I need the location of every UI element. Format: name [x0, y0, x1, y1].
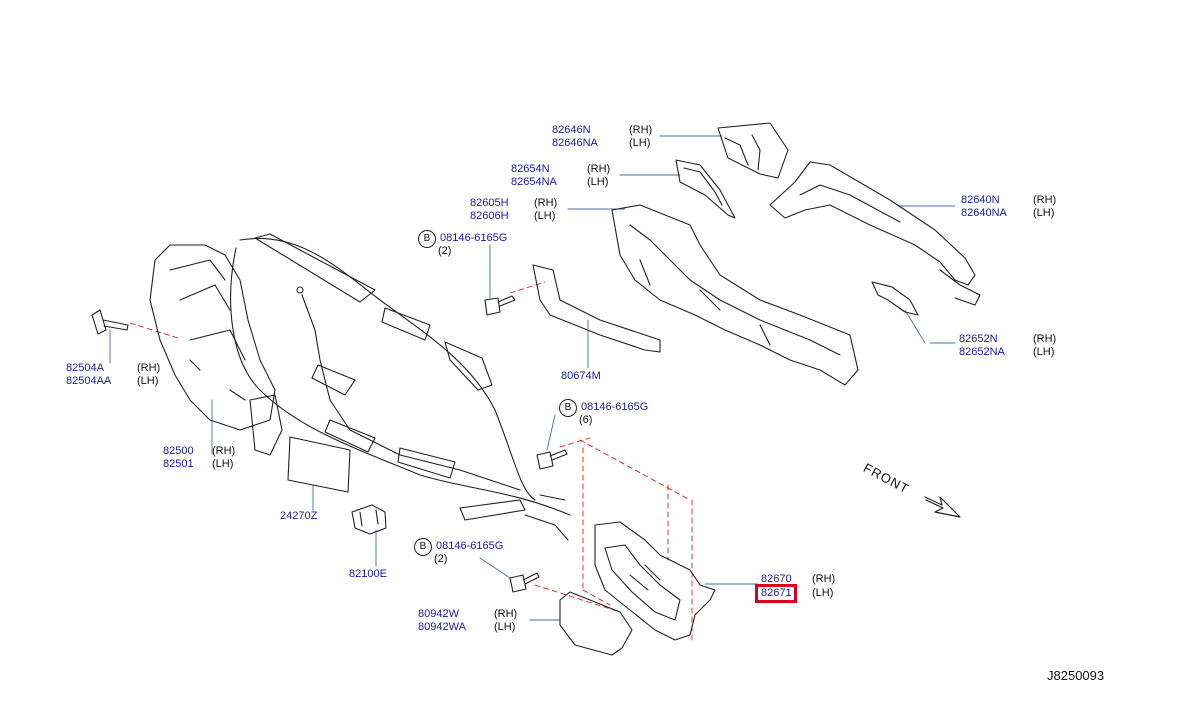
dashed-guides [129, 281, 693, 641]
part-82606H[interactable]: 82606H [470, 210, 509, 222]
diagram-code: J8250093 [1047, 668, 1105, 683]
side-rh: (RH) [629, 124, 653, 136]
side-lh: (LH) [1033, 207, 1055, 219]
side-lh: (LH) [812, 587, 834, 599]
rear-gasket-drawing [871, 281, 919, 316]
part-80674M[interactable]: 80674M [561, 370, 601, 382]
bolt-symbol: B [559, 399, 577, 417]
handle-cap-drawing [717, 122, 789, 179]
part-82605H[interactable]: 82605H [470, 197, 509, 209]
side-rh: (RH) [812, 573, 836, 585]
part-80942WA[interactable]: 80942WA [418, 621, 466, 633]
part-82671[interactable]: 82671 [761, 587, 792, 599]
part-82501[interactable]: 82501 [163, 458, 194, 470]
part-82646NA[interactable]: 82646NA [552, 137, 598, 149]
side-lh: (LH) [534, 210, 556, 222]
bolt-drawings [91, 295, 568, 593]
side-lh: (LH) [494, 621, 516, 633]
cable-drawings [230, 233, 571, 541]
handle-frame-drawing [611, 204, 859, 386]
clip-drawing [351, 504, 387, 535]
outside-handle-drawing [769, 161, 981, 306]
side-rh: (RH) [534, 197, 558, 209]
bolt-qty: (6) [579, 414, 593, 426]
part-82646N[interactable]: 82646N [552, 124, 591, 136]
side-lh: (LH) [587, 176, 609, 188]
lock-actuator-drawing [149, 244, 283, 456]
part-08146-6165G[interactable]: 08146-6165G [440, 232, 508, 244]
side-lh: (LH) [1033, 346, 1055, 358]
part-80942W[interactable]: 80942W [418, 608, 459, 620]
side-rh: (RH) [587, 163, 611, 175]
leader-lines [109, 135, 956, 621]
selected-part-highlight [755, 584, 797, 603]
part-82100E[interactable]: 82100E [349, 568, 387, 580]
side-rh: (RH) [1033, 194, 1057, 206]
bolt-symbol: B [418, 230, 436, 248]
part-82654N[interactable]: 82654N [511, 163, 550, 175]
bracket-drawing [532, 264, 661, 353]
part-82504A[interactable]: 82504A [66, 362, 104, 374]
part-82654NA[interactable]: 82654NA [511, 176, 557, 188]
bolt-qty: (2) [438, 245, 452, 257]
gasket-drawing [675, 159, 736, 219]
side-lh: (LH) [629, 137, 651, 149]
side-rh: (RH) [1033, 333, 1057, 345]
part-82500[interactable]: 82500 [163, 445, 194, 457]
label-plate-drawing [287, 436, 351, 493]
part-82640NA[interactable]: 82640NA [961, 207, 1007, 219]
escutcheon-drawing [559, 591, 633, 656]
part-82652NA[interactable]: 82652NA [959, 346, 1005, 358]
inside-handle-drawing [594, 521, 716, 641]
front-arrow [924, 496, 961, 518]
side-rh: (RH) [137, 362, 161, 374]
side-lh: (LH) [137, 375, 159, 387]
part-08146-6165G[interactable]: 08146-6165G [436, 540, 504, 552]
part-08146-6165G[interactable]: 08146-6165G [581, 401, 649, 413]
side-rh: (RH) [212, 445, 236, 457]
bolt-qty: (2) [434, 553, 448, 565]
bolt-symbol: B [414, 538, 432, 556]
part-82504AA[interactable]: 82504AA [66, 375, 112, 387]
side-lh: (LH) [212, 458, 234, 470]
part-82640N[interactable]: 82640N [961, 194, 1000, 206]
part-82670[interactable]: 82670 [761, 573, 792, 585]
part-82652N[interactable]: 82652N [959, 333, 998, 345]
part-24270Z[interactable]: 24270Z [280, 510, 318, 522]
side-rh: (RH) [494, 608, 518, 620]
